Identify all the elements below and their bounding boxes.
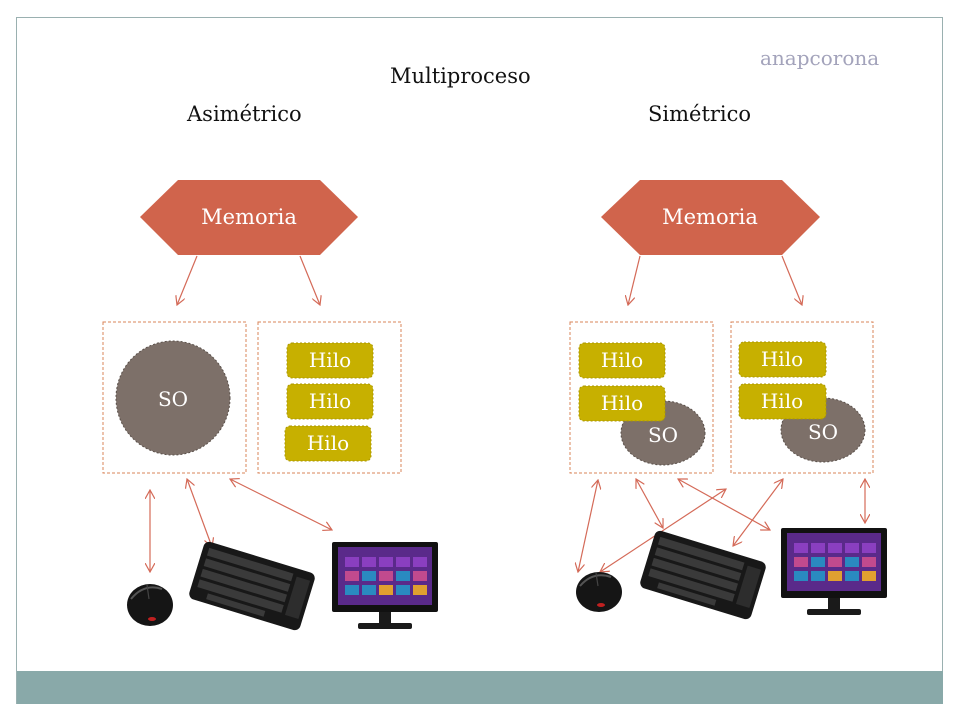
heading-asymmetric: Asimétrico	[187, 102, 302, 126]
arrow-cpu1-monitor	[678, 479, 770, 530]
heading-symmetric: Simétrico	[648, 102, 752, 126]
thread-right-2-1: Hilo	[738, 341, 827, 378]
thread-right-1-1: Hilo	[578, 342, 666, 379]
arrow-cpu2-mouse	[600, 489, 726, 572]
keyboard-icon	[189, 541, 315, 631]
mouse-icon	[127, 584, 173, 626]
so-circle-left	[115, 340, 231, 456]
memory-node-right: Memoria	[601, 180, 820, 255]
arrow-cpu1-keyboard	[636, 479, 663, 528]
arrow-memory-to-threads-left	[299, 255, 320, 305]
arrow-cpu1-mouse	[578, 480, 598, 572]
page-title: Multiproceso	[390, 64, 531, 88]
monitor-icon	[332, 542, 438, 629]
threads-processor-box-left	[257, 321, 402, 474]
processor-box-right-2	[730, 321, 874, 474]
svg-text:Hilo: Hilo	[307, 431, 349, 455]
svg-text:Hilo: Hilo	[761, 347, 803, 371]
so-processor-box-left	[102, 321, 247, 474]
processor-box-right-1	[569, 321, 714, 474]
memory-node-left: Memoria	[140, 180, 358, 255]
thread-left-2: Hilo	[286, 383, 374, 420]
arrow-memory-to-cpu1-right	[628, 255, 641, 305]
author-label: anapcorona	[760, 46, 880, 70]
arrow-cpu2-keyboard	[733, 479, 783, 546]
so-label-right-2: SO	[808, 420, 838, 444]
thread-right-1-2: Hilo	[578, 385, 666, 422]
monitor-icon	[781, 528, 887, 615]
so-label-right-1: SO	[648, 423, 678, 447]
thread-right-2-2: Hilo	[738, 383, 827, 420]
svg-text:Hilo: Hilo	[761, 389, 803, 413]
memory-label-left: Memoria	[201, 205, 297, 229]
memory-label-right: Memoria	[662, 205, 758, 229]
svg-text:Hilo: Hilo	[601, 391, 643, 415]
thread-left-3: Hilo	[284, 425, 372, 462]
svg-text:Hilo: Hilo	[601, 348, 643, 372]
svg-text:Hilo: Hilo	[309, 389, 351, 413]
thread-left-1: Hilo	[286, 342, 374, 379]
arrow-memory-to-so-left	[177, 255, 198, 305]
so-label-left: SO	[158, 387, 188, 411]
keyboard-icon	[640, 530, 766, 620]
arrow-so-keyboard-left	[187, 479, 212, 547]
mouse-icon	[576, 572, 622, 612]
svg-text:Hilo: Hilo	[309, 348, 351, 372]
arrow-so-monitor-left	[230, 479, 332, 530]
footer-bar	[17, 671, 943, 704]
arrow-memory-to-cpu2-right	[781, 255, 802, 305]
